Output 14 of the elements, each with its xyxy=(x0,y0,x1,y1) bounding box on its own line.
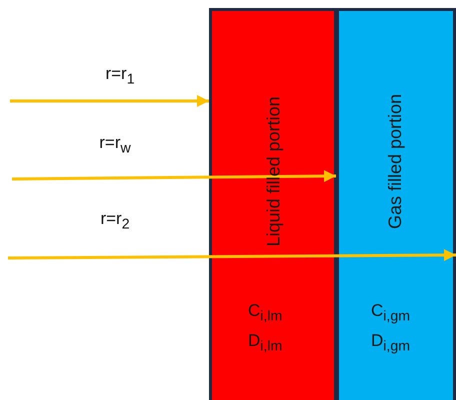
region-band xyxy=(336,8,456,400)
region-band xyxy=(209,8,337,400)
concentration-symbol: C$_{i,lm}$ xyxy=(248,301,282,324)
arrow xyxy=(10,95,209,107)
region-label: Gas filled portion xyxy=(384,93,406,229)
arrow xyxy=(8,249,456,262)
diffusivity-symbol: D$_{i,lm}$ xyxy=(248,331,282,354)
diffusivity-symbol: D$_{i,gm}$ xyxy=(371,331,410,354)
arrow xyxy=(12,170,336,182)
edge-label: r=r$_{2}$ xyxy=(100,209,130,232)
edge-label: r=r$_{1}$ xyxy=(105,64,135,88)
concentration-symbol: C$_{i,gm}$ xyxy=(371,301,410,324)
edge-label: r=r$_{w}$ xyxy=(99,133,131,156)
region-label: Liquid filled portion xyxy=(264,96,285,246)
